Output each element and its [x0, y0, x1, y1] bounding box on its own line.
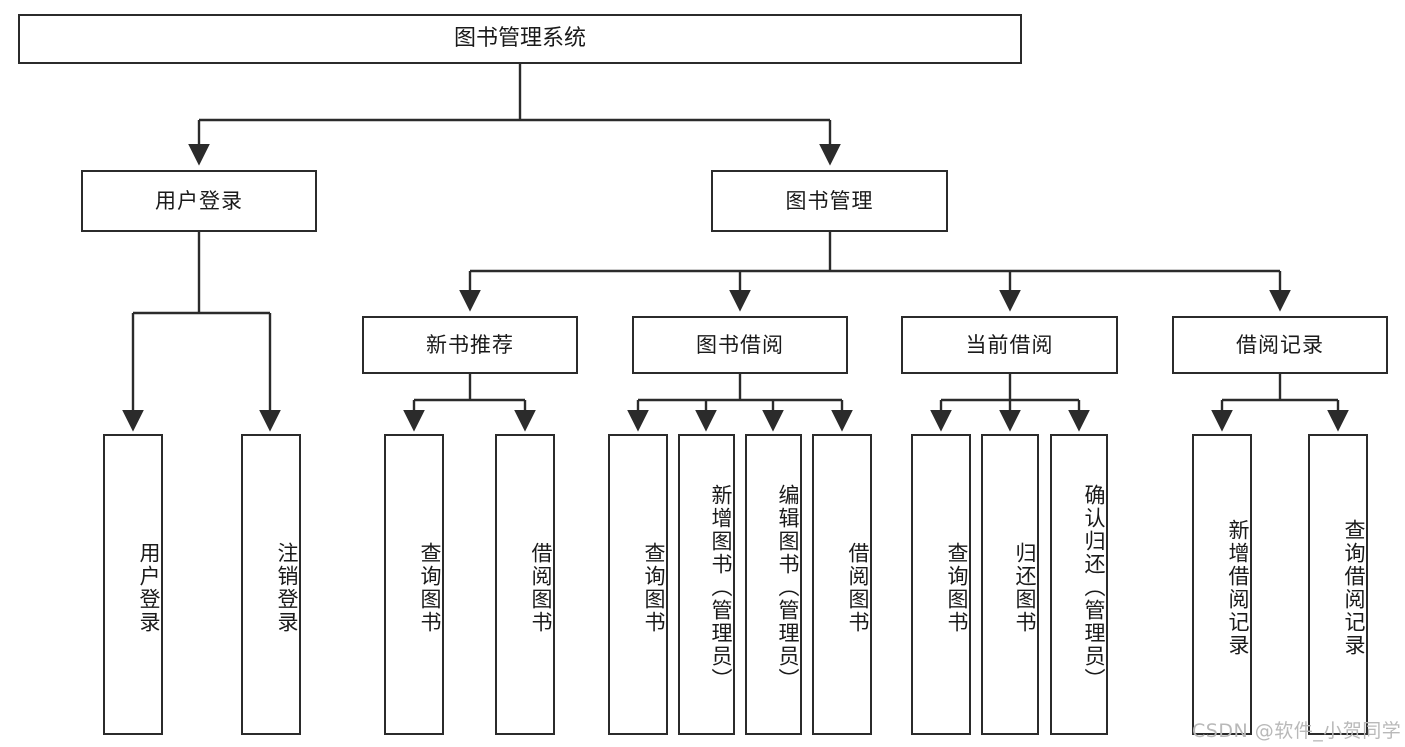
node-label: 借阅图书: [529, 541, 553, 634]
leaf-confirm-return-admin[interactable]: 确认归还（管理员）: [1050, 434, 1108, 735]
node-label: 注销登录: [275, 541, 299, 634]
leaf-query-book-current[interactable]: 查询图书: [911, 434, 971, 735]
node-label: 查询图书: [418, 541, 442, 634]
node-label: 编辑图书（管理员）: [776, 484, 800, 691]
leaf-query-book-borrow[interactable]: 查询图书: [608, 434, 668, 735]
leaf-logout-login[interactable]: 注销登录: [241, 434, 301, 735]
node-label: 查询图书: [642, 541, 666, 634]
node-label: 查询图书: [945, 541, 969, 634]
leaf-edit-book-admin[interactable]: 编辑图书（管理员）: [745, 434, 802, 735]
leaf-borrow-book[interactable]: 借阅图书: [812, 434, 872, 735]
leaf-add-borrow-record[interactable]: 新增借阅记录: [1192, 434, 1252, 735]
node-label: 用户登录: [155, 188, 243, 213]
node-label: 借阅记录: [1236, 332, 1324, 357]
leaf-borrow-book-new[interactable]: 借阅图书: [495, 434, 555, 735]
node-label: 用户登录: [137, 541, 161, 634]
node-label: 新书推荐: [426, 332, 514, 357]
node-label: 借阅图书: [846, 541, 870, 634]
node-label: 当前借阅: [965, 332, 1054, 357]
node-root-system[interactable]: 图书管理系统: [18, 14, 1022, 64]
csdn-watermark: CSDN @软件_小贺同学: [1192, 720, 1402, 742]
node-label: 图书管理: [785, 188, 874, 213]
node-user-login[interactable]: 用户登录: [81, 170, 317, 232]
leaf-add-book-admin[interactable]: 新增图书（管理员）: [678, 434, 735, 735]
leaf-return-book[interactable]: 归还图书: [981, 434, 1039, 735]
node-book-management[interactable]: 图书管理: [711, 170, 948, 232]
node-label: 归还图书: [1013, 541, 1037, 634]
node-book-borrow[interactable]: 图书借阅: [632, 316, 848, 374]
node-label: 新增借阅记录: [1226, 518, 1250, 657]
node-label: 查询借阅记录: [1342, 518, 1366, 657]
node-label: 确认归还（管理员）: [1082, 484, 1106, 691]
leaf-query-borrow-record[interactable]: 查询借阅记录: [1308, 434, 1368, 735]
node-new-book-recommend[interactable]: 新书推荐: [362, 316, 578, 374]
leaf-query-book-new[interactable]: 查询图书: [384, 434, 444, 735]
node-current-borrow[interactable]: 当前借阅: [901, 316, 1118, 374]
node-label: 图书借阅: [696, 332, 784, 357]
node-label: 图书管理系统: [453, 26, 586, 52]
node-borrow-record[interactable]: 借阅记录: [1172, 316, 1388, 374]
leaf-user-login[interactable]: 用户登录: [103, 434, 163, 735]
node-label: 新增图书（管理员）: [709, 484, 733, 691]
